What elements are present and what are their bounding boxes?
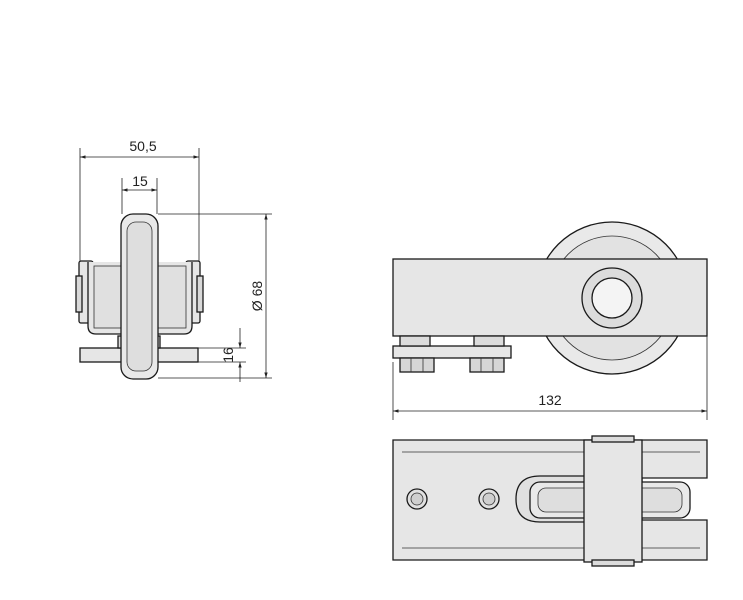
dim-wheel-diameter: Ø 68 (249, 281, 265, 312)
dim-total-length: 132 (538, 392, 562, 408)
housing (392, 258, 708, 337)
dim-base-height: 16 (220, 347, 236, 363)
dim-wheel-width: 15 (132, 173, 148, 189)
top-view (392, 435, 708, 567)
dim-overall-width: 50,5 (129, 138, 156, 154)
side-view-dimensions: 50,5 15 Ø 68 16 (79, 138, 272, 382)
nut-left (399, 357, 435, 373)
mounting-plate (392, 345, 512, 359)
side-view (75, 213, 204, 380)
axle-block (583, 439, 643, 563)
nut-right (469, 357, 505, 373)
front-view (392, 221, 708, 375)
front-view-dimensions: 132 (392, 336, 708, 420)
